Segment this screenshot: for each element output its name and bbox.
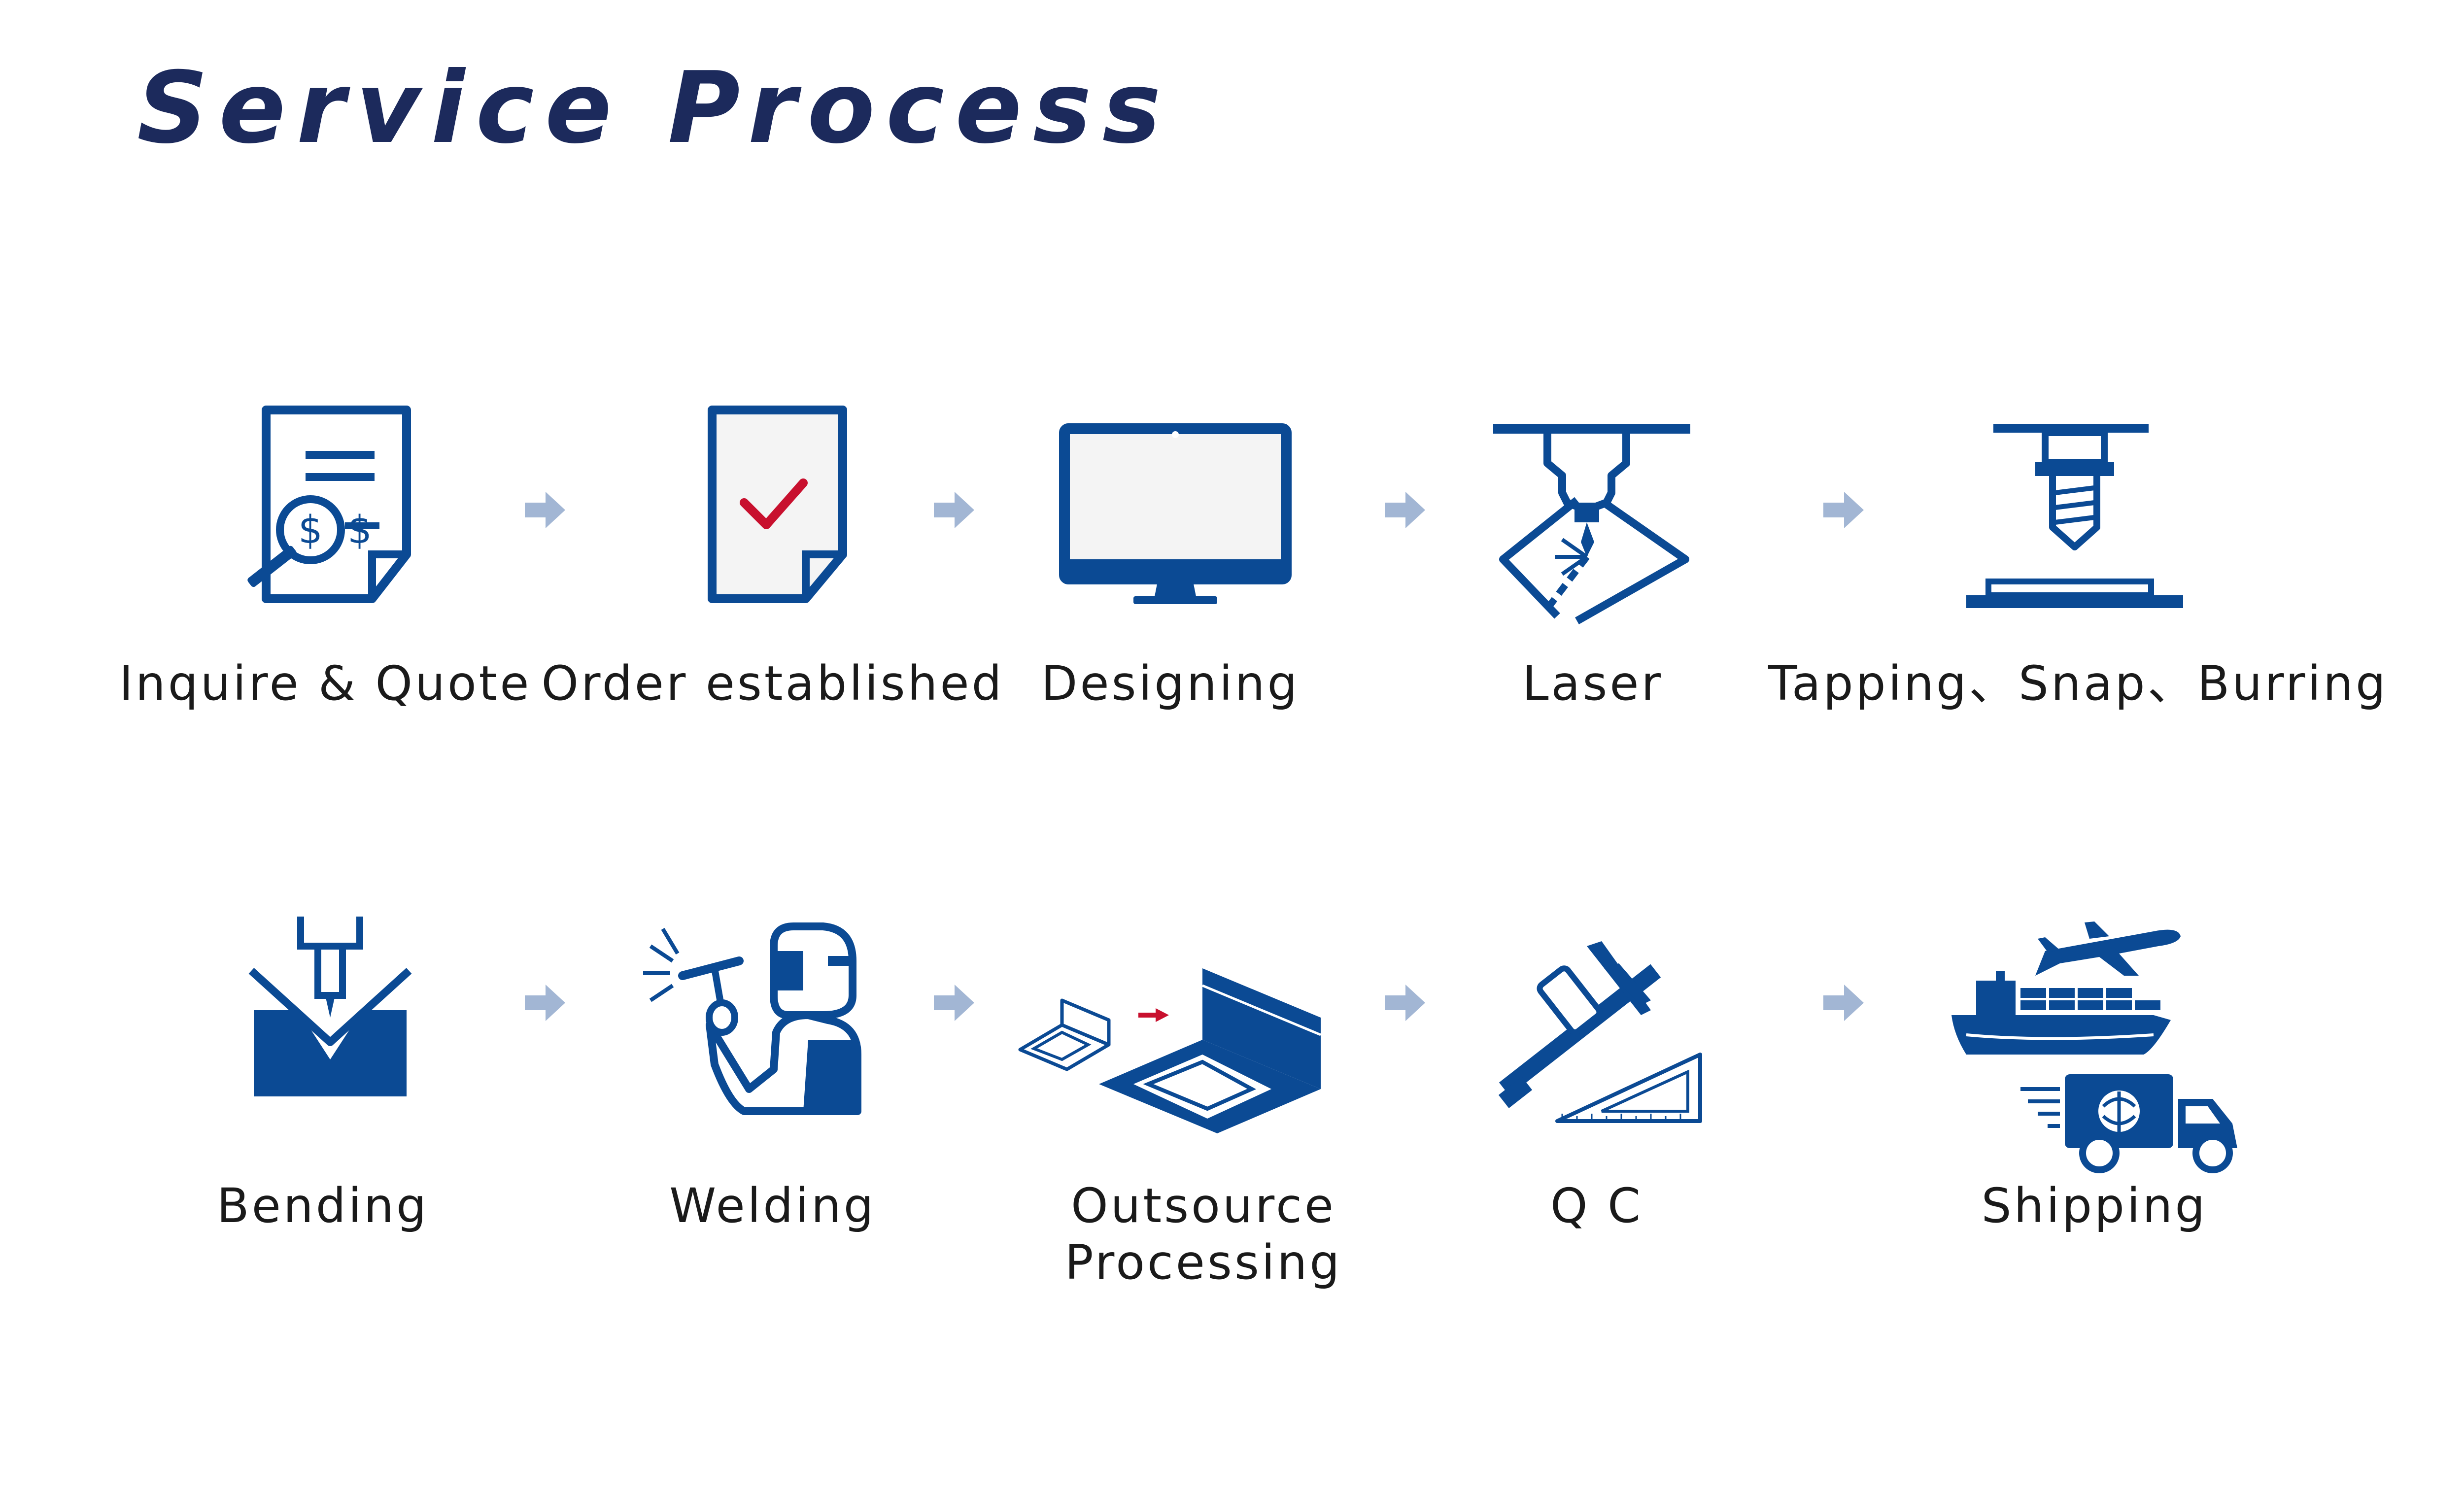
document-search-dollar-icon: $ $ — [247, 406, 411, 603]
step-label-shipping: Shipping — [1981, 1178, 2208, 1233]
step-label-welding: Welding — [669, 1178, 876, 1233]
step-label-inquire-quote: Inquire & Quote — [119, 656, 532, 711]
laser-cutter-icon — [1493, 424, 1690, 624]
tapping-machine-icon — [1966, 424, 2183, 608]
svg-text:$: $ — [298, 508, 323, 552]
press-brake-icon — [248, 917, 412, 1096]
monitor-icon — [1059, 423, 1292, 604]
step-label-designing: Designing — [1041, 656, 1300, 711]
arrow-right-icon — [1823, 492, 1864, 528]
label-line: Processing — [1064, 1235, 1342, 1291]
step-label-outsource-processing: Outsource Processing — [1065, 1178, 1342, 1291]
step-label-qc: Q C — [1550, 1178, 1643, 1233]
ship-plane-truck-icon — [1951, 921, 2237, 1173]
svg-text:$: $ — [347, 508, 372, 552]
arrow-right-icon — [1385, 985, 1425, 1021]
step-label-laser: Laser — [1522, 656, 1663, 711]
page-title: Service Process — [137, 51, 1172, 166]
step-label-order-established: Order established — [541, 656, 1004, 711]
arrow-right-icon — [934, 492, 974, 528]
arrow-right-icon — [525, 985, 565, 1021]
arrow-right-icon — [1385, 492, 1425, 528]
label-line: Outsource — [1071, 1178, 1336, 1233]
caliper-ruler-icon — [1498, 941, 1702, 1123]
document-check-icon — [708, 406, 847, 603]
step-label-bending: Bending — [216, 1178, 429, 1233]
arrow-right-icon — [1823, 985, 1864, 1021]
arrow-right-icon — [934, 985, 974, 1021]
step-label-tapping-snap-burring: Tapping、Snap、Burring — [1768, 656, 2388, 711]
sheet-metal-parts-icon — [1018, 968, 1321, 1133]
welder-icon — [643, 922, 861, 1115]
arrow-right-icon — [525, 492, 565, 528]
